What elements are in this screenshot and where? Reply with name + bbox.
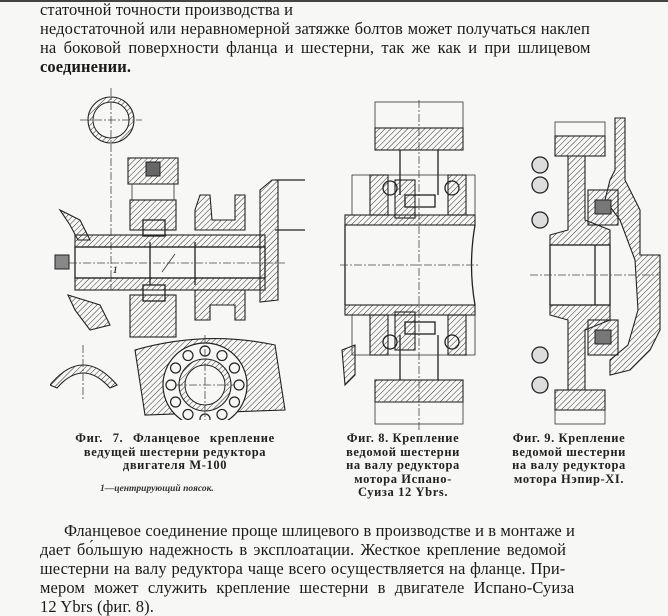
text-line: 12 Ybrs (фиг. 8). xyxy=(40,597,154,616)
figure-8-caption: Фиг. 8. Крепление ведомой шестерни на ва… xyxy=(338,431,468,500)
bolt-head xyxy=(182,349,194,362)
caption-line: мотора Испано- xyxy=(354,471,452,486)
part-label: 1 xyxy=(113,265,118,275)
nut xyxy=(531,211,549,229)
caption-line: двигателя М-100 xyxy=(122,458,228,472)
bolt-head xyxy=(216,349,228,362)
caption-line: на валу редуктора xyxy=(346,458,460,472)
caption-line: ведомой шестерни xyxy=(512,444,626,459)
figure-9-drawing xyxy=(530,117,661,425)
text-line: статочной точности производства и xyxy=(40,0,294,19)
text-line: на боковой поверхности фланца и шестерни… xyxy=(40,38,591,57)
text-line: шестерни на валу редуктора чаще всего ос… xyxy=(40,559,566,578)
caption-line: Фиг. 9. Крепление xyxy=(512,431,626,445)
caption-line: Суиза 12 Ybrs. xyxy=(357,485,449,499)
text-line: недостаточной или неравномерной затяжке … xyxy=(40,19,590,38)
ring-section-view xyxy=(80,88,142,290)
shaft xyxy=(54,234,285,291)
shaft xyxy=(340,214,480,316)
figure-7-drawing xyxy=(50,88,305,420)
bolt-head xyxy=(199,413,211,420)
bolt-head xyxy=(233,379,245,391)
bolt-head xyxy=(165,379,177,391)
caption-line: на валу редуктора xyxy=(512,458,626,472)
nut xyxy=(531,346,549,364)
nut xyxy=(531,176,549,194)
bolt-head xyxy=(169,396,182,408)
text-line: дает бо́льшую надежность в эксплоатации.… xyxy=(40,540,567,559)
gear-rim xyxy=(374,100,464,430)
figure-7-caption: Фиг. 7. Фланцевое крепление ведущей шест… xyxy=(62,431,288,473)
figure-7-note: 1—центрирующий поясок. xyxy=(100,484,214,494)
top-border xyxy=(0,0,668,2)
caption-line: Фиг. 7. Фланцевое крепление xyxy=(75,431,275,445)
half-ring xyxy=(50,364,118,389)
bolt-head xyxy=(169,362,182,374)
nut xyxy=(531,156,549,174)
caption-line: ведущей шестерни редуктора xyxy=(83,444,267,459)
bearing-bottom xyxy=(351,311,476,356)
figure-8-drawing xyxy=(340,100,480,430)
caption-line: ведомой шестерни xyxy=(346,444,460,459)
nut xyxy=(531,376,549,394)
gear xyxy=(127,157,179,338)
bolt-head xyxy=(216,408,228,420)
figure-9-caption: Фиг. 9. Крепление ведомой шестерни на ва… xyxy=(504,431,634,486)
gear-rim xyxy=(554,121,606,425)
text-line: соединении. xyxy=(40,57,132,76)
bolt-head xyxy=(182,408,194,420)
caption-line: Фиг. 8. Крепление xyxy=(346,431,460,445)
bolt-head xyxy=(228,396,241,408)
caption-line: мотора Нэпир-XI. xyxy=(513,471,625,486)
bearing-top xyxy=(351,174,476,219)
text-line: мером может служить крепление шестерни в… xyxy=(40,578,575,597)
bolt-head xyxy=(228,362,241,374)
flange-bottom-view xyxy=(134,335,286,420)
text-line: Фланцевое соединение проще шлицевого в п… xyxy=(64,521,575,540)
